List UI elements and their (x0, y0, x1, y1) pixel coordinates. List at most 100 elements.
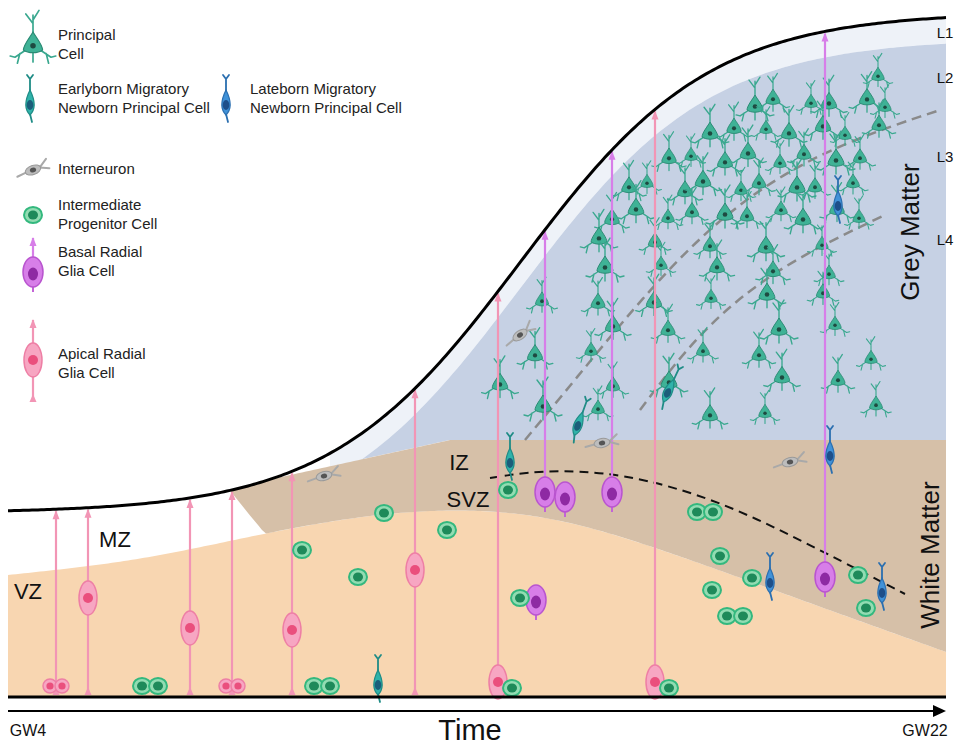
endfoot (187, 687, 194, 695)
principal-cell (10, 10, 56, 63)
soma (829, 316, 841, 329)
dendrite (688, 327, 719, 363)
soma (781, 123, 796, 139)
white-matter-region (230, 440, 946, 652)
basal-radial-glia-cell (23, 237, 43, 292)
intermediate-progenitor-cell (849, 567, 867, 583)
lateborn-migratory-cell (878, 563, 886, 610)
principal-cell (527, 277, 558, 313)
legend-text: Earlyborn Migratory Newborn Principal Ce… (58, 80, 236, 118)
intermediate-progenitor-cell (857, 600, 875, 616)
nucleus (802, 152, 806, 156)
dendrite (633, 161, 662, 194)
nucleus (410, 565, 420, 575)
soma (805, 94, 817, 107)
nucleus (835, 201, 842, 211)
soma (591, 293, 605, 308)
nucleus (780, 375, 784, 379)
principal-cell (726, 167, 756, 201)
principal-cell (765, 140, 794, 174)
nucleus (28, 211, 38, 220)
leading-process (569, 397, 591, 443)
nucleus (137, 682, 147, 691)
nucleus (853, 571, 863, 580)
nucleus (778, 161, 782, 165)
nucleus (876, 74, 880, 78)
radial-process (824, 33, 826, 565)
soma (593, 437, 610, 449)
nucleus (27, 100, 34, 110)
soma (406, 553, 424, 587)
radial-process (414, 390, 416, 695)
nucleus (662, 387, 672, 399)
nucleus (325, 682, 335, 691)
zone-label: MZ (99, 527, 131, 552)
leading-process (658, 364, 683, 409)
principal-cell (633, 161, 662, 194)
soma (781, 456, 799, 469)
soma (857, 600, 875, 616)
layer-boundary (640, 215, 885, 410)
lateborn-migratory-cell (766, 553, 774, 600)
nucleus (732, 126, 736, 130)
soma (602, 477, 622, 507)
dendrite (743, 158, 776, 196)
matter-label: White Matter (916, 481, 946, 628)
soma (766, 89, 780, 104)
intermediate-progenitor-cell (743, 570, 761, 586)
principal-cell (861, 382, 892, 417)
arrow-head (933, 705, 946, 717)
time-axis (8, 710, 936, 712)
neurite (15, 159, 49, 180)
intermediate-progenitor-cell (503, 680, 521, 696)
soma (704, 504, 722, 520)
nucleus (795, 185, 800, 190)
principal-cell (760, 300, 798, 344)
nucleus (666, 216, 670, 220)
dendrite (760, 300, 798, 344)
principal-cell (788, 129, 821, 167)
dendrite (788, 129, 821, 167)
nucleus (861, 604, 871, 613)
dendrite (751, 107, 780, 141)
dendrite (750, 390, 779, 424)
soma (872, 115, 886, 130)
soma (293, 542, 311, 558)
soma (23, 32, 42, 53)
nucleus (739, 188, 743, 192)
soma (828, 149, 844, 166)
soma (747, 95, 763, 112)
dendrite (778, 158, 816, 202)
nucleus (801, 217, 806, 222)
soma (808, 178, 821, 192)
dendrite (838, 160, 868, 195)
nucleus (645, 181, 648, 184)
principal-cell (821, 354, 854, 393)
layer-label: L1 (937, 24, 954, 41)
apical-radial-glia-cell (283, 472, 301, 695)
lateborn-migratory-cell (222, 75, 230, 122)
principal-cell (524, 377, 562, 421)
nucleus (320, 473, 327, 479)
nucleus (771, 97, 775, 101)
dendrite (717, 102, 751, 141)
endfoot (30, 394, 37, 402)
radial-process (55, 511, 57, 695)
nucleus (865, 97, 869, 101)
soma (641, 174, 653, 187)
dendrite (676, 187, 708, 224)
soma (499, 482, 517, 498)
nucleus (746, 151, 750, 155)
soma (771, 318, 787, 335)
soma (535, 477, 555, 507)
nucleus (707, 586, 717, 595)
endfoot (85, 687, 92, 695)
endfoot (289, 687, 296, 695)
nucleus (771, 269, 775, 273)
soma (375, 505, 393, 521)
nucleus (708, 413, 712, 417)
soma (181, 611, 199, 645)
nucleus (634, 207, 638, 211)
apical-radial-glia-cell (181, 499, 199, 695)
